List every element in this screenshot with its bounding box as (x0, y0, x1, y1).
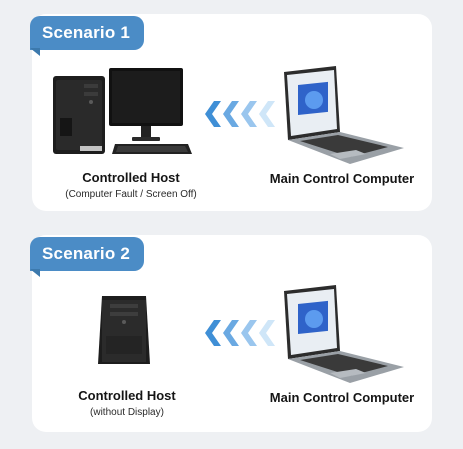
chevron-left-icon (259, 101, 275, 127)
controlled-host-label: Controlled Host (78, 388, 176, 403)
main-control-computer-label: Main Control Computer (269, 171, 415, 186)
controlled-host-sublabel: (without Display) (90, 407, 164, 418)
scenario-2-tag: Scenario 2 (30, 237, 144, 271)
chevron-left-icon (259, 320, 275, 346)
direction-arrows (205, 320, 275, 346)
laptop-icon (284, 66, 404, 164)
chevron-left-icon (241, 101, 257, 127)
scenario-1-tag: Scenario 1 (30, 16, 144, 50)
chevron-left-icon (241, 320, 257, 346)
controlled-host-sublabel: (Computer Fault / Screen Off) (65, 189, 197, 200)
tag-tail (30, 269, 40, 277)
controlled-host-desktop-icon (53, 68, 192, 154)
chevron-left-icon (205, 101, 221, 127)
tower-pc-icon (98, 296, 150, 364)
scenario-2-card: Scenario 2 Controlled Host (without Disp… (30, 235, 432, 432)
scenario-1-card: Scenario 1 (30, 14, 432, 211)
monitor-icon (109, 68, 183, 141)
desktop-tower-icon (53, 76, 105, 154)
tag-tail (30, 48, 40, 56)
controlled-host-label: Controlled Host (82, 170, 180, 185)
direction-arrows (205, 101, 275, 127)
chevron-left-icon (223, 101, 239, 127)
chevron-left-icon (205, 320, 221, 346)
chevron-left-icon (223, 320, 239, 346)
main-control-computer-label: Main Control Computer (269, 390, 415, 405)
keyboard-icon (112, 144, 192, 154)
laptop-icon (284, 285, 404, 383)
